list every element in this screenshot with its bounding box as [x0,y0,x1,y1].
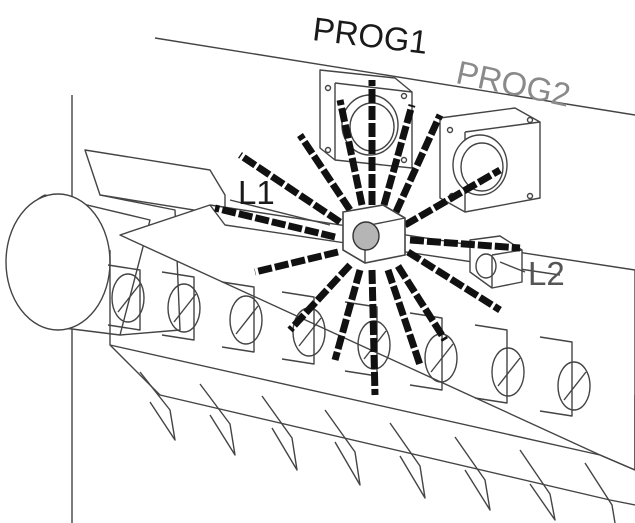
l2-label: L2 [528,255,565,292]
l2-leader [499,261,526,273]
l1-leader [229,199,331,226]
l1-label: L1 [238,174,275,211]
l1-led [342,204,406,264]
panel-edge-top [154,37,635,116]
l1-led-lens [352,221,380,251]
motor-cylinder [5,149,226,336]
flash-burst [214,80,521,396]
l2-led [469,235,523,289]
terminal-slots [107,264,573,417]
terminal-fins [139,371,616,523]
prog2-button [439,107,541,213]
